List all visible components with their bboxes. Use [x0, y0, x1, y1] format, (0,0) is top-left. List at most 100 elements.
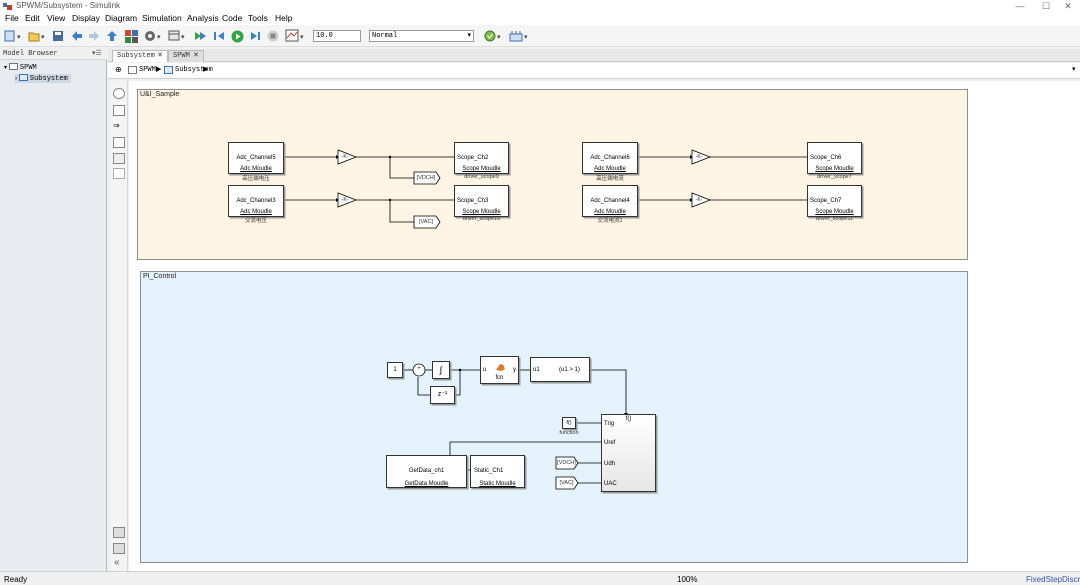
menu-simulation[interactable]: Simulation [142, 13, 182, 23]
menu-file[interactable]: File [5, 13, 19, 23]
tree-item-subsystem[interactable]: › Subsystem [15, 74, 71, 83]
collapse-palette-icon[interactable]: « [114, 557, 120, 568]
menu-display[interactable]: Display [72, 13, 100, 23]
block-name: GetData_ch1 [408, 468, 445, 474]
gain-label: -K- [695, 154, 703, 160]
run-icon[interactable] [230, 28, 244, 44]
new-model-icon[interactable]: ▾ [3, 28, 25, 44]
saturation-block[interactable]: ∫ [432, 361, 450, 379]
breadcrumb-spwm[interactable]: SPWM [139, 66, 156, 74]
block-subtitle: Adc Moudle [240, 209, 272, 215]
model-icon [8, 63, 18, 70]
up-arrow-icon[interactable] [105, 28, 119, 44]
canvas-palette: ⇒ « [111, 81, 128, 571]
scope-block[interactable]: Scope_Ch3 Scope Moudle [454, 185, 509, 217]
block-name: Adc_Channel6 [590, 155, 630, 161]
adc-block[interactable]: Adc_Channel3 Adc Moudle [228, 185, 284, 217]
tab-subsystem[interactable]: Subsystem ✕ [112, 50, 168, 62]
stop-time-input[interactable]: 10.0 [313, 30, 361, 42]
area-icon[interactable] [113, 168, 125, 179]
forward-arrow-icon[interactable] [87, 28, 101, 44]
sum-sign-label: + [417, 366, 421, 372]
close-tab-icon[interactable]: ✕ [193, 52, 199, 60]
simulation-mode-select[interactable]: Normal ▾ [369, 30, 474, 42]
close-tab-icon[interactable]: ✕ [157, 52, 163, 60]
minimize-button[interactable]: — [1015, 1, 1025, 11]
arrow-icon[interactable]: ⇒ [113, 121, 120, 130]
step-backward-icon[interactable] [211, 28, 227, 44]
menu-diagram[interactable]: Diagram [105, 13, 138, 23]
adc-block[interactable]: Adc_Channel5 Adc Moudle [228, 142, 284, 174]
model-explorer-icon[interactable]: ▾ [167, 28, 189, 44]
unit-delay-block[interactable]: z⁻¹ [430, 386, 455, 404]
model-data-icon[interactable] [113, 543, 125, 554]
model-settings-icon[interactable]: ▾ [143, 28, 165, 44]
matlab-logo-icon [496, 364, 505, 371]
collapse-icon[interactable]: ▾ [4, 65, 8, 71]
back-arrow-icon[interactable] [70, 28, 84, 44]
constant-block[interactable]: 1 [387, 362, 403, 378]
record-icon[interactable]: ▾ [284, 28, 308, 44]
block-name: Adc_Channel3 [236, 198, 276, 204]
breadcrumb: ⊕ SPWM ▶ Subsystem ▶ ▾ [108, 63, 1080, 79]
zoom-icon[interactable] [113, 88, 125, 99]
tree-label-spwm: SPWM [19, 64, 37, 72]
menu-view[interactable]: View [47, 13, 66, 23]
getdata-block[interactable]: GetData_ch1 GetData Moudle [386, 455, 467, 488]
matlab-function-block[interactable]: u y fcn [480, 356, 519, 384]
static-block[interactable]: Static_Ch1 Static Moudle [470, 455, 525, 488]
save-icon[interactable] [51, 28, 65, 44]
library-browser-icon[interactable] [124, 28, 140, 44]
port-label: u [483, 367, 487, 373]
camera-icon[interactable] [113, 527, 125, 538]
block-subtitle: Adc Moudle [594, 209, 626, 215]
fit-to-view-icon[interactable] [113, 105, 125, 116]
step-back-icon[interactable] [192, 28, 208, 44]
scope-block[interactable]: Scope_Ch6 Scope Moudle [807, 142, 862, 174]
maximize-button[interactable]: ☐ [1041, 1, 1051, 11]
scope-block[interactable]: Scope_Ch7 Scope Moudle [807, 185, 862, 217]
image-icon[interactable] [113, 153, 125, 164]
breadcrumb-subsystem[interactable]: Subsystem [175, 66, 213, 74]
stop-icon[interactable] [266, 28, 280, 44]
title-bar: SPWM/Subsystem - Simulink — ☐ ✕ [0, 0, 1080, 12]
menu-analysis[interactable]: Analysis [187, 13, 219, 23]
function-call-trigger-block[interactable]: f() [562, 417, 576, 429]
tab-spwm-label: SPWM [173, 52, 190, 60]
gain-label: -K- [695, 197, 703, 203]
model-advisor-icon[interactable]: ▾ [483, 28, 505, 44]
compare-block[interactable]: u1 (u1 > 1) [530, 357, 590, 382]
adc-block[interactable]: Adc_Channel6 Adc Moudle [582, 142, 638, 174]
annotation-icon[interactable] [113, 137, 125, 148]
svg-text:▾: ▾ [41, 34, 45, 41]
port-label: u1 [533, 367, 540, 373]
expand-icon[interactable]: › [15, 76, 17, 82]
function-call-subsystem-block[interactable]: f() Trig Uref Udh UAC [601, 414, 656, 492]
chevron-down-icon[interactable]: ▾ [1072, 66, 1076, 73]
block-caption: 高压端电流 [596, 176, 624, 182]
window-title: SPWM/Subsystem - Simulink [16, 1, 121, 10]
step-forward-icon[interactable] [248, 28, 262, 44]
solver-link[interactable]: FixedStepDiscrete [1026, 575, 1080, 584]
block-subtitle: Adc Moudle [240, 166, 272, 172]
from-tag-label: [VDCH] [557, 460, 576, 466]
tree-item-spwm[interactable]: ▾ SPWM [4, 63, 37, 72]
tab-spwm[interactable]: SPWM ✕ [168, 50, 204, 62]
adc-block[interactable]: Adc_Channel4 Adc Moudle [582, 185, 638, 217]
menu-tools[interactable]: Tools [248, 13, 268, 23]
block-caption: 交流电流1 [597, 218, 623, 224]
port-label: y [513, 367, 516, 373]
scope-block[interactable]: Scope_Ch2 Scope Moudle [454, 142, 509, 174]
menu-help[interactable]: Help [275, 13, 293, 23]
build-model-icon[interactable]: ▾ [508, 28, 532, 44]
menu-edit[interactable]: Edit [25, 13, 40, 23]
close-window-button[interactable]: ✕ [1064, 1, 1072, 11]
open-model-icon[interactable]: ▾ [27, 28, 49, 44]
area-ui-sample[interactable]: U&I_Sample [137, 89, 968, 260]
hide-browser-icon[interactable]: ⊕ [115, 65, 122, 74]
area-title: PI_Control [143, 273, 177, 280]
browser-menu-icon[interactable]: ▾☰ [92, 50, 102, 57]
gain-label: -K- [341, 197, 349, 203]
menu-code[interactable]: Code [222, 13, 243, 23]
area-pi-control[interactable]: PI_Control [140, 271, 968, 563]
